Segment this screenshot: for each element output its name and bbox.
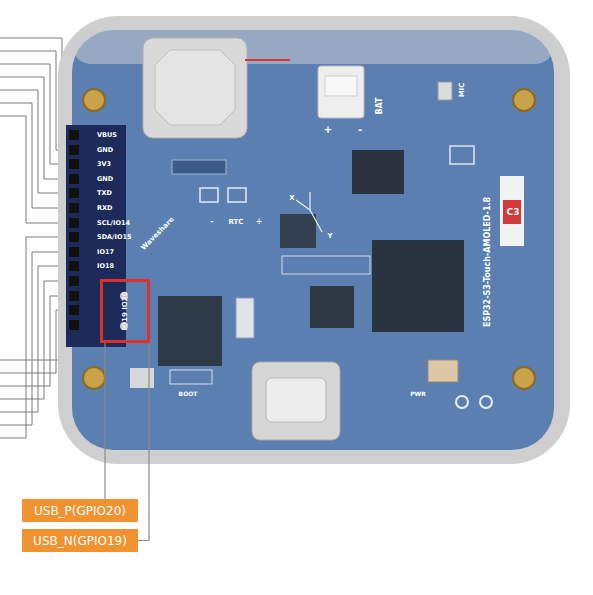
pin-label: VBUS: [97, 132, 117, 139]
pin-label: SCL/IO14: [97, 220, 130, 227]
leader-line: [138, 343, 149, 541]
battery-wire: [245, 59, 290, 61]
battery-holder: [143, 38, 290, 138]
board-label: X: [289, 195, 294, 202]
flash-chip: [352, 150, 404, 194]
header-pins: [69, 130, 79, 330]
board-label: ESP32-S3-Touch-AMOLED-1.8: [484, 197, 492, 327]
pin-label: 3V3: [97, 161, 111, 168]
microphone: [438, 82, 452, 100]
mounting-hole: [83, 89, 105, 111]
axis-line: [296, 200, 310, 210]
pin-label: SDA/IO15: [97, 234, 131, 241]
component-block: [236, 298, 254, 338]
node-text: USB_P(GPIO20): [34, 505, 126, 517]
pin-label: TXD: [97, 190, 112, 197]
board-label: Y: [327, 233, 332, 240]
board-label: BAT: [376, 97, 384, 114]
header-pin: [69, 232, 79, 242]
header-pin: [69, 320, 79, 330]
header-pin: [69, 130, 79, 140]
mounting-hole: [83, 367, 105, 389]
board-label: PWR: [410, 391, 426, 397]
battery-connector: [318, 66, 364, 118]
axis-line: [309, 192, 310, 210]
pwr-pad: [480, 396, 492, 408]
crystal: [428, 360, 458, 382]
pmu-chip: [310, 286, 354, 328]
component-c3-body: [503, 200, 521, 224]
pin-label: GND: [97, 147, 113, 154]
pwr-pad: [456, 396, 468, 408]
leader-line: [104, 343, 105, 499]
header-pin: [69, 305, 79, 315]
board-label: RTC: [229, 219, 244, 226]
device-case: [58, 16, 570, 464]
board-label: -: [210, 218, 213, 226]
header-pin: [69, 291, 79, 301]
mounting-hole: [513, 367, 535, 389]
header-pin: [69, 276, 79, 286]
board-label: BOOT: [179, 391, 198, 397]
header-pin: [69, 159, 79, 169]
mounting-hole: [513, 89, 535, 111]
codec-chip: [158, 296, 222, 366]
axis-symbol: [296, 192, 322, 232]
usb-c-port: [252, 362, 340, 440]
callout-box: USB_N(GPIO19): [22, 529, 138, 552]
holder-body: [143, 38, 247, 138]
header-pin: [69, 145, 79, 155]
pin-label: IO18: [97, 263, 114, 270]
holder-cross: [155, 50, 235, 125]
connector-socket: [325, 76, 357, 96]
highlight-box: IO19 IO20: [100, 279, 150, 343]
node-text: IO19 IO20: [122, 291, 129, 330]
board-label: -: [358, 125, 362, 135]
resistor-array: [172, 160, 226, 174]
usb-c-opening: [266, 378, 326, 422]
pin-label: RXD: [97, 205, 112, 212]
component-c3: [500, 176, 524, 246]
speaker-pad: [130, 368, 154, 388]
header-pin: [69, 188, 79, 198]
callout-box: USB_P(GPIO20): [22, 499, 138, 522]
rtc-pad: [228, 188, 246, 202]
header-pin: [69, 174, 79, 184]
pcb-board: [72, 30, 554, 450]
esp32-s3-chip: [372, 240, 464, 332]
board-label: +: [324, 125, 332, 135]
rtc-pad: [200, 188, 218, 202]
board-label: C3: [507, 208, 520, 217]
header-pin: [69, 247, 79, 257]
header-pin: [69, 203, 79, 213]
node-text: USB_N(GPIO19): [33, 535, 127, 547]
pin-label: IO17: [97, 249, 114, 256]
axis-line: [310, 210, 322, 232]
header-pin: [69, 218, 79, 228]
header-pin: [69, 261, 79, 271]
pin-label: GND: [97, 176, 113, 183]
component-row: [282, 256, 370, 274]
imu-chip: [280, 214, 316, 248]
io-pads: [120, 292, 128, 330]
board-label: MIC: [459, 83, 466, 98]
board-label: +: [256, 218, 263, 226]
boot-button: [170, 370, 212, 384]
component-outline: [450, 146, 474, 164]
